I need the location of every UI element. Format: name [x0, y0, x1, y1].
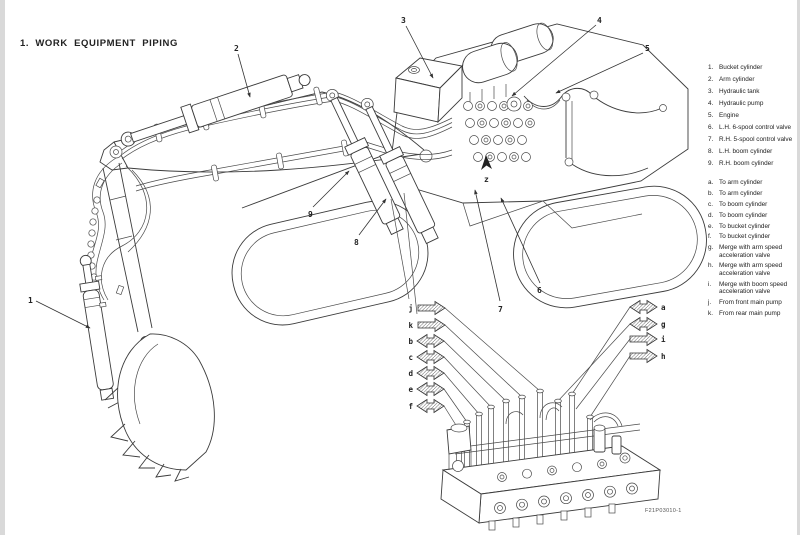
flow-arrow-label-j: j [408, 304, 413, 313]
callout-label-3: 3 [401, 16, 406, 25]
legend-lettered-list: a.To arm cylinder b.To arm cylinder c.To… [708, 179, 796, 317]
arm [102, 162, 153, 348]
legend-item: k.From rear main pump [708, 309, 781, 317]
hydraulic-pump-flange [506, 96, 522, 112]
legend-item: g.Merge with arm speed acceleration valv… [708, 244, 783, 259]
boom-cylinder-rh [325, 89, 404, 236]
flow-arrow-label-i: i [661, 335, 666, 344]
right-track [513, 185, 707, 309]
left-track [231, 200, 429, 326]
legend-item: a.To arm cylinder [708, 179, 763, 187]
bucket [110, 333, 215, 482]
flow-arrow-d [416, 365, 445, 381]
flow-arrow-label-f: f [408, 402, 413, 411]
figure-code: F21P03010-1 [645, 508, 682, 514]
callout-label-5: 5 [645, 44, 650, 53]
legend-item: e.To bucket cylinder [708, 222, 771, 230]
flow-arrow-a [629, 299, 658, 315]
legend-item: h.Merge with arm speed acceleration valv… [708, 262, 783, 277]
flow-arrow-label-e: e [408, 385, 413, 394]
flow-arrow-label-a: a [661, 303, 666, 312]
legend-item: 3.Hydraulic tank [708, 88, 760, 95]
valve-body-block [440, 423, 662, 531]
legend-item: 2.Arm cylinder [708, 76, 755, 83]
legend-item: 8.L.H. boom cylinder [708, 148, 773, 155]
engine [462, 22, 554, 84]
flow-arrows-right: a g i h [629, 299, 666, 364]
callout-label-8: 8 [354, 238, 359, 247]
legend-item: c.To boom cylinder [708, 201, 768, 208]
flow-arrow-j [417, 300, 446, 316]
engine-hoses [523, 87, 667, 177]
legend-item: 7.R.H. 5-spool control valve [708, 136, 793, 143]
flow-arrow-e [416, 381, 445, 397]
page-title: 1. WORK EQUIPMENT PIPING [20, 38, 178, 49]
control-valve-cluster [463, 84, 535, 162]
hydraulic-tank [393, 57, 463, 124]
flow-arrow-label-c: c [408, 353, 413, 362]
flow-arrow-i [629, 331, 658, 347]
legend-item: f.To bucket cylinder [708, 233, 771, 241]
bucket-teeth [110, 423, 190, 482]
page-edge-right [797, 0, 800, 535]
flow-arrow-k [417, 317, 446, 333]
parts-legend: 1.Bucket cylinder 2.Arm cylinder 3.Hydra… [708, 64, 796, 320]
flow-arrow-g [629, 316, 658, 332]
legend-item: j.From front main pump [708, 298, 782, 306]
flow-arrow-f [416, 398, 445, 414]
flow-arrows-left: j k b c d e f [408, 300, 446, 414]
legend-item: b.To arm cylinder [708, 190, 763, 198]
legend-item: 9.R.H. boom cylinder [708, 160, 774, 167]
callout-label-4: 4 [597, 16, 602, 25]
flow-arrow-label-h: h [661, 352, 666, 361]
legend-item: 6.L.H. 6-spool control valve [708, 124, 792, 131]
view-z-label: z [484, 175, 489, 184]
flow-arrow-label-k: k [408, 321, 413, 330]
page-edge-left [0, 0, 5, 535]
valve-detail-view: j k b c d e f a g [408, 299, 666, 531]
callout-leaders [35, 24, 644, 329]
callout-label-1: 1 [28, 296, 33, 305]
arm-cylinder [120, 74, 311, 147]
callout-label-2: 2 [234, 44, 239, 53]
detail-leader-lines [443, 306, 631, 431]
flow-arrow-label-g: g [661, 320, 666, 329]
flow-arrow-label-d: d [408, 369, 413, 378]
legend-item: 5.Engine [708, 112, 739, 119]
detail-trace-lines [390, 192, 418, 315]
callout-label-7: 7 [498, 305, 503, 314]
boom-cylinder-lh [360, 98, 439, 245]
callout-label-6: 6 [537, 286, 542, 295]
flow-arrow-h [629, 348, 658, 364]
valve-side-units [446, 423, 631, 472]
flow-arrow-b [416, 333, 445, 349]
legend-item: d.To boom cylinder [708, 211, 768, 219]
bucket-cylinder [79, 254, 115, 401]
legend-numbered-list: 1.Bucket cylinder 2.Arm cylinder 3.Hydra… [708, 64, 796, 167]
callout-label-9: 9 [308, 210, 313, 219]
callout-numbers: 1 2 3 4 5 6 7 8 9 [28, 16, 650, 314]
flow-arrow-c [416, 349, 445, 365]
legend-item: 1.Bucket cylinder [708, 64, 763, 71]
legend-item: 4.Hydraulic pump [708, 100, 764, 107]
view-z-marker: z [481, 155, 492, 184]
legend-item: i.Merge with boom speed acceleration val… [708, 280, 788, 295]
flow-arrow-label-b: b [408, 337, 413, 346]
